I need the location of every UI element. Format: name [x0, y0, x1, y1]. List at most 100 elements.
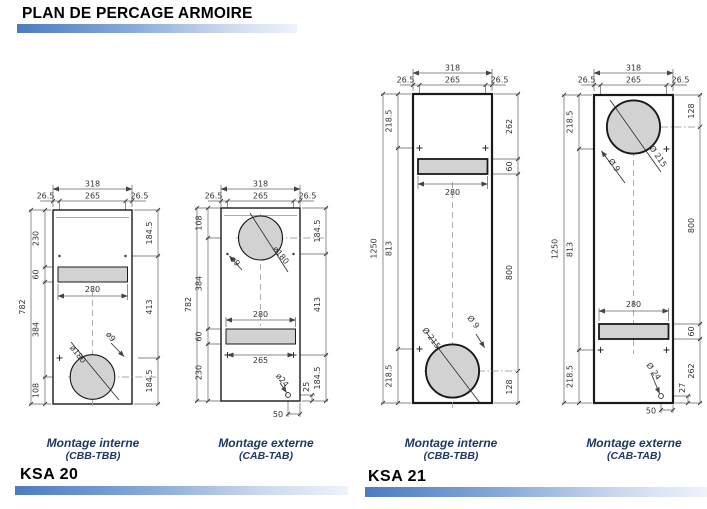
- dim-overall-height: 782: [18, 299, 27, 314]
- caption-line2: (CAB-TAB): [238, 450, 294, 462]
- dim-overall-width: 318: [253, 180, 268, 189]
- caption-line1: Montage interne: [46, 436, 140, 450]
- dim-right-4: 262: [687, 363, 696, 378]
- cable-slot: [57, 266, 128, 283]
- title-accent-bar: [17, 24, 297, 33]
- dim-margin-right: 26.5: [131, 192, 149, 201]
- dim-margin-right: 26.5: [491, 76, 509, 85]
- dim-left-1: 218.5: [566, 111, 575, 134]
- dim-right-2: 413: [145, 299, 154, 314]
- dim-left-2: 60: [32, 269, 41, 279]
- small-hole-leader: [110, 342, 125, 357]
- dim-slot-width: 280: [445, 188, 460, 197]
- extension-lines: [381, 69, 520, 404]
- dim-ticks: [561, 82, 703, 413]
- dim-overall-height: 1250: [370, 238, 379, 258]
- hole-marks: [56, 254, 127, 361]
- dim-left-1: 108: [195, 215, 204, 230]
- hole-marks: [597, 146, 670, 353]
- hole-marks: [224, 252, 297, 358]
- drawing-ksa20-interne: 318 26.5 265 26.5 782 230 60 384 108 184…: [18, 180, 161, 410]
- dim-slot-width: 280: [626, 300, 641, 309]
- dim-margin-left: 26.5: [397, 76, 415, 85]
- dim-left-2: 384: [195, 276, 204, 291]
- extension-lines: [562, 69, 702, 413]
- ksa20-accent-bar: [15, 486, 348, 495]
- dim-margin-left: 26.5: [578, 76, 596, 85]
- dim-left-3: 218.5: [385, 365, 394, 388]
- dim-overall-width: 318: [445, 64, 460, 73]
- dim-right-1: 262: [505, 119, 514, 134]
- hole-marks: [416, 145, 489, 352]
- dim-overall-height: 782: [184, 297, 193, 312]
- dim-overall-height: 1250: [551, 239, 560, 259]
- caption-ksa21-interne: Montage interne (CBB-TBB): [381, 436, 521, 463]
- ksa21-accent-bar: [365, 487, 707, 497]
- section-label-ksa21: KSA 21: [368, 468, 427, 485]
- dim-overall-width: 318: [626, 64, 641, 73]
- dim-slot-width: 280: [253, 310, 268, 319]
- dim-left-3: 218.5: [566, 365, 575, 388]
- drawing-ksa21-interne: 318 26.5 265 26.5 1250 218.5 813 218.5 2…: [370, 64, 521, 408]
- large-hole-diameter-line: [249, 212, 289, 273]
- dim-gland-offset: 25: [302, 382, 311, 392]
- gland-hole-leader: [650, 372, 660, 394]
- small-hole-leader: [601, 150, 626, 184]
- caption-ksa20-externe: Montage externe (CAB-TAB): [196, 436, 336, 463]
- dim-left-1: 218.5: [385, 110, 394, 133]
- small-hole-leader: [475, 333, 485, 348]
- drawing-ksa21-externe: 318 26.5 265 26.5 1250 218.5 813 218.5 1…: [551, 64, 703, 416]
- caption-line2: (CAB-TAB): [606, 450, 662, 462]
- dim-left-3: 384: [32, 322, 41, 337]
- page-title: PLAN DE PERCAGE ARMOIRE: [22, 5, 253, 22]
- dim-right-4: 128: [505, 379, 514, 394]
- caption-line1: Montage externe: [218, 436, 314, 450]
- dim-left-2: 813: [385, 241, 394, 256]
- dim-left-3: 60: [195, 331, 204, 341]
- cable-slot: [598, 323, 670, 340]
- dim-right-3: 60: [687, 326, 696, 336]
- dim-inner-width: 265: [253, 192, 268, 201]
- dim-left-1: 230: [32, 231, 41, 246]
- drawing-ksa20-externe: 318 26.5 265 26.5 782 108 384 60 230 184…: [184, 180, 329, 419]
- dim-margin-right: 26.5: [299, 192, 317, 201]
- dim-left-4: 230: [195, 365, 204, 380]
- dim-bottom-holes: 265: [253, 356, 268, 365]
- dim-inner-width: 265: [85, 192, 100, 201]
- large-hole-diameter-line: [70, 341, 120, 401]
- caption-line2: (CBB-TBB): [65, 450, 121, 462]
- dim-gland-x: 50: [273, 410, 283, 419]
- gland-hole: [658, 393, 664, 399]
- cable-slot: [225, 328, 296, 345]
- dim-inner-width: 265: [626, 76, 641, 85]
- dim-right-2: 60: [505, 161, 514, 171]
- dim-labels: 318 26.5 265 26.5 1250 218.5 813 218.5 1…: [551, 64, 697, 416]
- gland-hole-leader: [279, 382, 287, 393]
- large-hole: [424, 343, 481, 399]
- dim-right-1: 184.5: [313, 220, 322, 243]
- small-hole-leader: [229, 255, 243, 271]
- dim-margin-left: 26.5: [205, 192, 223, 201]
- dim-ticks: [194, 198, 329, 417]
- caption-line1: Montage interne: [404, 436, 498, 450]
- large-hole: [69, 354, 116, 400]
- cable-slot: [417, 158, 489, 175]
- caption-ksa21-externe: Montage externe (CAB-TAB): [564, 437, 704, 463]
- dim-gland-x: 50: [646, 407, 656, 416]
- dim-right-1: 128: [687, 103, 696, 118]
- large-hole-diameter-line: [609, 99, 662, 173]
- dim-ticks: [28, 198, 161, 407]
- dim-margin-left: 26.5: [37, 192, 55, 201]
- dim-right-3: 800: [505, 265, 514, 280]
- dim-right-2: 413: [313, 297, 322, 312]
- dim-margin-right: 26.5: [672, 76, 690, 85]
- dim-right-3: 184.5: [313, 367, 322, 390]
- dim-slot-width: 280: [85, 285, 100, 294]
- dim-right-3: 184.5: [145, 370, 154, 393]
- dim-overall-width: 318: [85, 180, 100, 189]
- large-hole: [605, 99, 662, 155]
- section-label-ksa20: KSA 20: [20, 466, 79, 483]
- dim-left-4: 108: [32, 383, 41, 398]
- caption-line2: (CBB-TBB): [423, 450, 479, 462]
